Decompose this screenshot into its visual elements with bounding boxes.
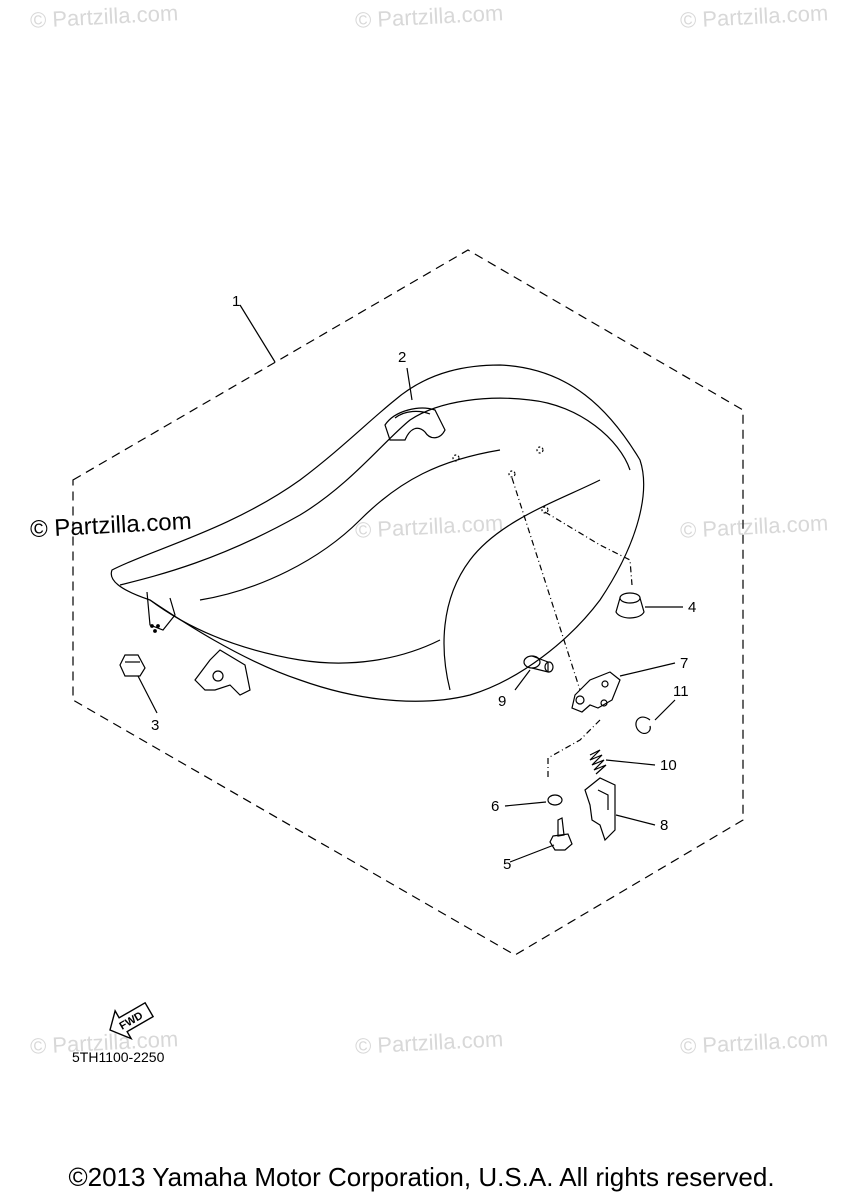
part-9-collar [523,655,554,673]
part-8-lock [584,777,616,842]
part-4-damper [615,592,645,619]
callout-7: 7 [680,655,689,672]
callout-1: 1 [232,293,241,310]
callout-10: 10 [660,757,677,774]
seat-outline [110,364,645,702]
callout-6: 6 [491,798,500,815]
fwd-arrow-icon [109,1001,155,1041]
part-2-strap [384,407,446,441]
callout-2: 2 [398,349,407,366]
callout-8: 8 [660,817,669,834]
assembly-boundary [72,249,744,956]
part-7-hook [571,671,621,713]
part-10-spring [589,749,607,775]
part-6-washer [547,794,563,806]
callout-9: 9 [498,693,507,710]
callout-11: 11 [673,683,689,700]
alignment-lines [511,477,633,780]
callout-3: 3 [151,717,160,734]
part-5-bolt [549,817,573,851]
diagram-code: 5TH1100-2250 [72,1049,165,1065]
part-3-damper [119,654,146,677]
callout-4: 4 [688,599,697,616]
part-11-clip [635,716,651,734]
copyright-notice: ©2013 Yamaha Motor Corporation, U.S.A. A… [68,1162,775,1192]
leader-lines [137,304,683,863]
callout-5: 5 [503,856,512,873]
